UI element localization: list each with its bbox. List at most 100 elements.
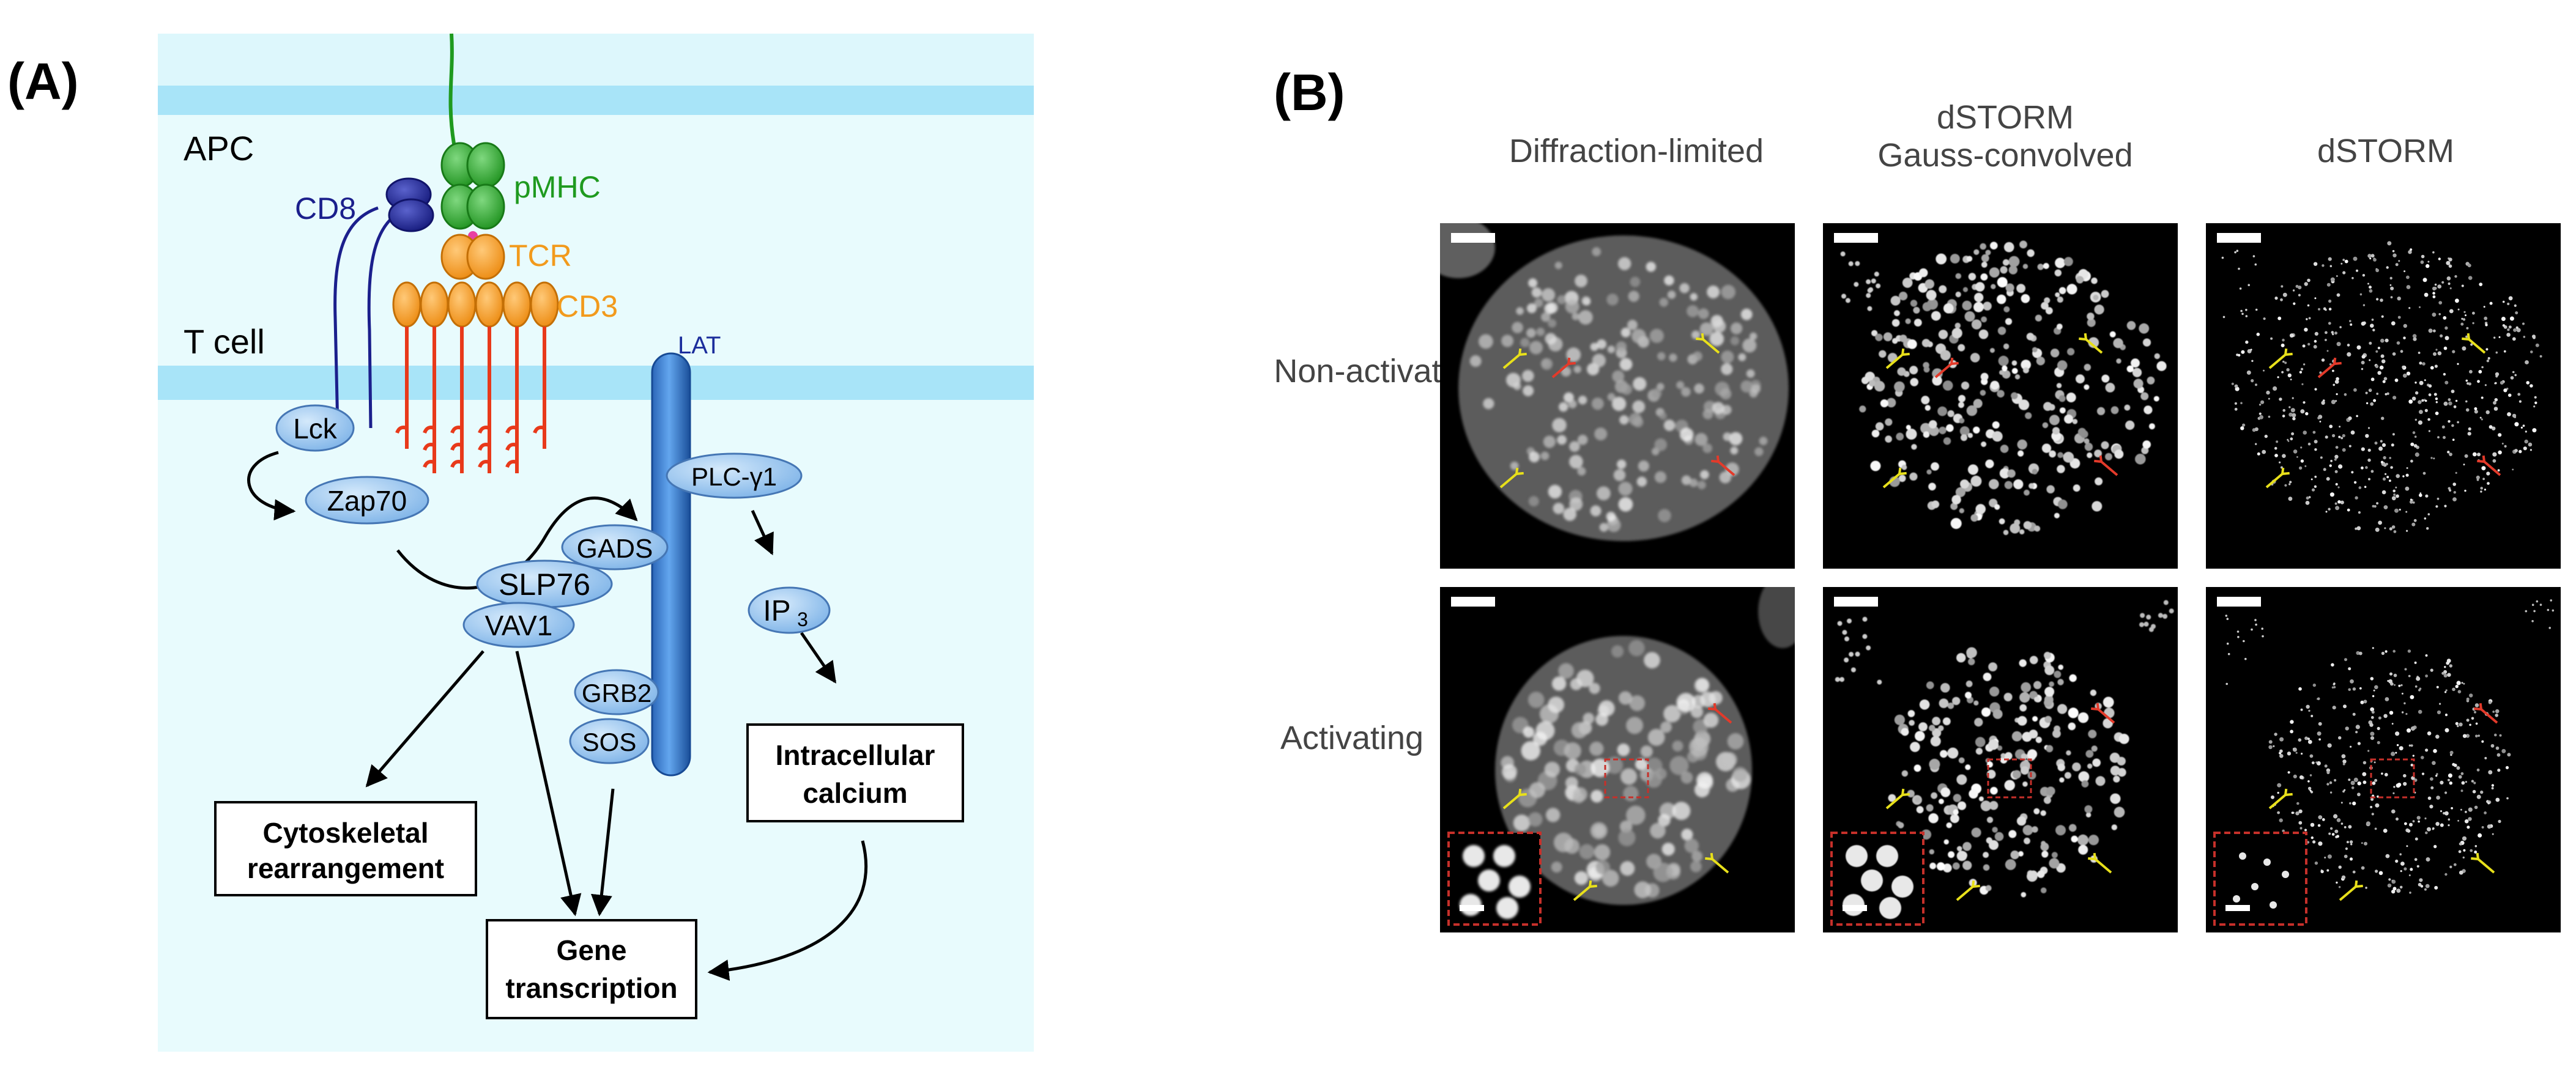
zoom-inset [2213,832,2307,926]
micrograph-image [2206,587,2561,932]
calcium-to-gene-arrow [707,840,868,981]
box-gene-transcription: Gene transcription [486,919,697,1019]
protein-vav1: VAV1 [462,602,575,648]
panel-a: (A) APC T cell pMHC CD8 [7,33,1034,1052]
lck-label: Lck [293,413,338,445]
tcell-label: T cell [184,322,265,361]
annotation-arrow [2471,852,2495,874]
cytoskeletal-line2: rearrangement [247,852,444,884]
annotation-arrow [1934,357,1959,378]
annotation-arrow [2477,455,2501,476]
gene-line1: Gene [556,934,626,966]
annotation-arrow [1696,333,1720,354]
cytoskeletal-line1: Cytoskeletal [262,817,428,849]
sos-label: SOS [582,728,637,756]
protein-slp76: SLP76 [476,559,613,608]
pmhc-complex [440,142,505,241]
annotation-arrow [2462,333,2486,354]
micrograph-image [1823,587,2178,932]
micrograph-image [1823,223,2178,569]
annotation-arrow [1711,455,1735,476]
cd3-subunit [502,281,532,473]
cd8-label: CD8 [295,191,356,226]
pmhc-stalk [448,33,456,144]
cd3-subunit [475,281,504,473]
grb2-label: GRB2 [582,679,651,707]
annotation-arrow [1885,348,1910,369]
annotation-arrow [1499,467,1524,489]
lat-adaptor [651,352,691,777]
gene-line2: transcription [505,972,677,1004]
annotation-arrow [1885,788,1910,810]
cd3-subunit [447,281,477,473]
pmhc-label: pMHC [514,170,601,204]
annotation-arrow [1705,852,1729,874]
box-cytoskeletal: Cytoskeletal rearrangement [214,801,477,896]
signalling-arrows [247,451,868,981]
vav1-to-cytoskeletal-arrow [365,650,484,788]
cd3-subunit [530,281,559,449]
column-label-dstorm-gauss-line1: dSTORM [1937,99,2074,136]
panel-a-label: (A) [7,53,79,110]
slp76-label: SLP76 [499,567,590,602]
calcium-line1: Intracellular [776,739,935,771]
ip3-to-calcium-arrow [800,632,837,684]
column-label-dstorm-gauss-line2: Gauss-convolved [1877,137,2132,174]
annotation-arrow [2268,348,2293,369]
tcell-membrane [158,366,1034,400]
ip3-label: IP [763,595,790,627]
protein-ip3: IP 3 [748,586,831,634]
annotation-arrow [1573,880,1597,901]
annotation-arrow [2339,880,2363,901]
cd3-subunit [392,281,421,449]
micrograph-grid [1440,223,2561,932]
annotation-arrow [1882,467,1907,489]
zap70-label: Zap70 [327,485,407,517]
panel-b: (B) Diffraction-limited dSTORM Gauss-con… [1274,64,2561,932]
scale-bar [2217,233,2261,243]
scale-bar [1451,597,1495,607]
cd3-label: CD3 [557,289,618,323]
gads-label: GADS [577,534,653,564]
annotation-arrow [1708,703,1732,724]
apc-region [158,34,1034,86]
lck-to-zap70-arrow [247,451,296,521]
cd8-coreceptor [333,177,434,429]
column-label-diffraction: Diffraction-limited [1509,133,1764,169]
annotation-arrow [1502,348,1527,369]
calcium-line2: calcium [803,777,907,809]
synaptic-cleft [158,115,1034,366]
protein-lck: Lck [275,404,355,452]
protein-plc-gamma1: PLC-γ1 [666,452,803,499]
scale-bar [1834,597,1878,607]
micrograph-image [1440,587,1795,932]
annotation-arrow [1956,880,1980,901]
sos-to-gene-arrow [590,788,615,917]
protein-sos: SOS [569,718,650,764]
zoom-inset [1447,832,1542,926]
annotation-arrow [2317,357,2342,378]
annotation-arrow [2079,333,2103,354]
annotation-arrow [2474,703,2498,724]
zoom-inset [1830,832,1925,926]
protein-gads: GADS [561,524,669,570]
annotation-arrow [2094,455,2118,476]
cd3-subunit [420,281,449,473]
scale-bar [1834,233,1878,243]
box-intracellular-calcium: Intracellular calcium [746,723,964,822]
panel-b-label: (B) [1274,64,1345,121]
apc-label: APC [184,129,254,168]
annotation-arrow [1551,357,1576,378]
protein-grb2: GRB2 [574,669,659,715]
annotation-arrow [1502,788,1527,810]
plc-label: PLC-γ1 [691,462,777,491]
plc-to-ip3-arrow [751,509,774,556]
micrograph-image [1440,223,1795,569]
row-label-activating: Activating [1280,720,1423,756]
vav1-to-gene-arrow [515,651,582,917]
column-label-dstorm: dSTORM [2317,133,2454,169]
apc-membrane [158,86,1034,115]
tcr-label: TCR [509,238,572,273]
annotation-arrow [2268,788,2293,810]
annotation-arrow [2265,467,2290,489]
